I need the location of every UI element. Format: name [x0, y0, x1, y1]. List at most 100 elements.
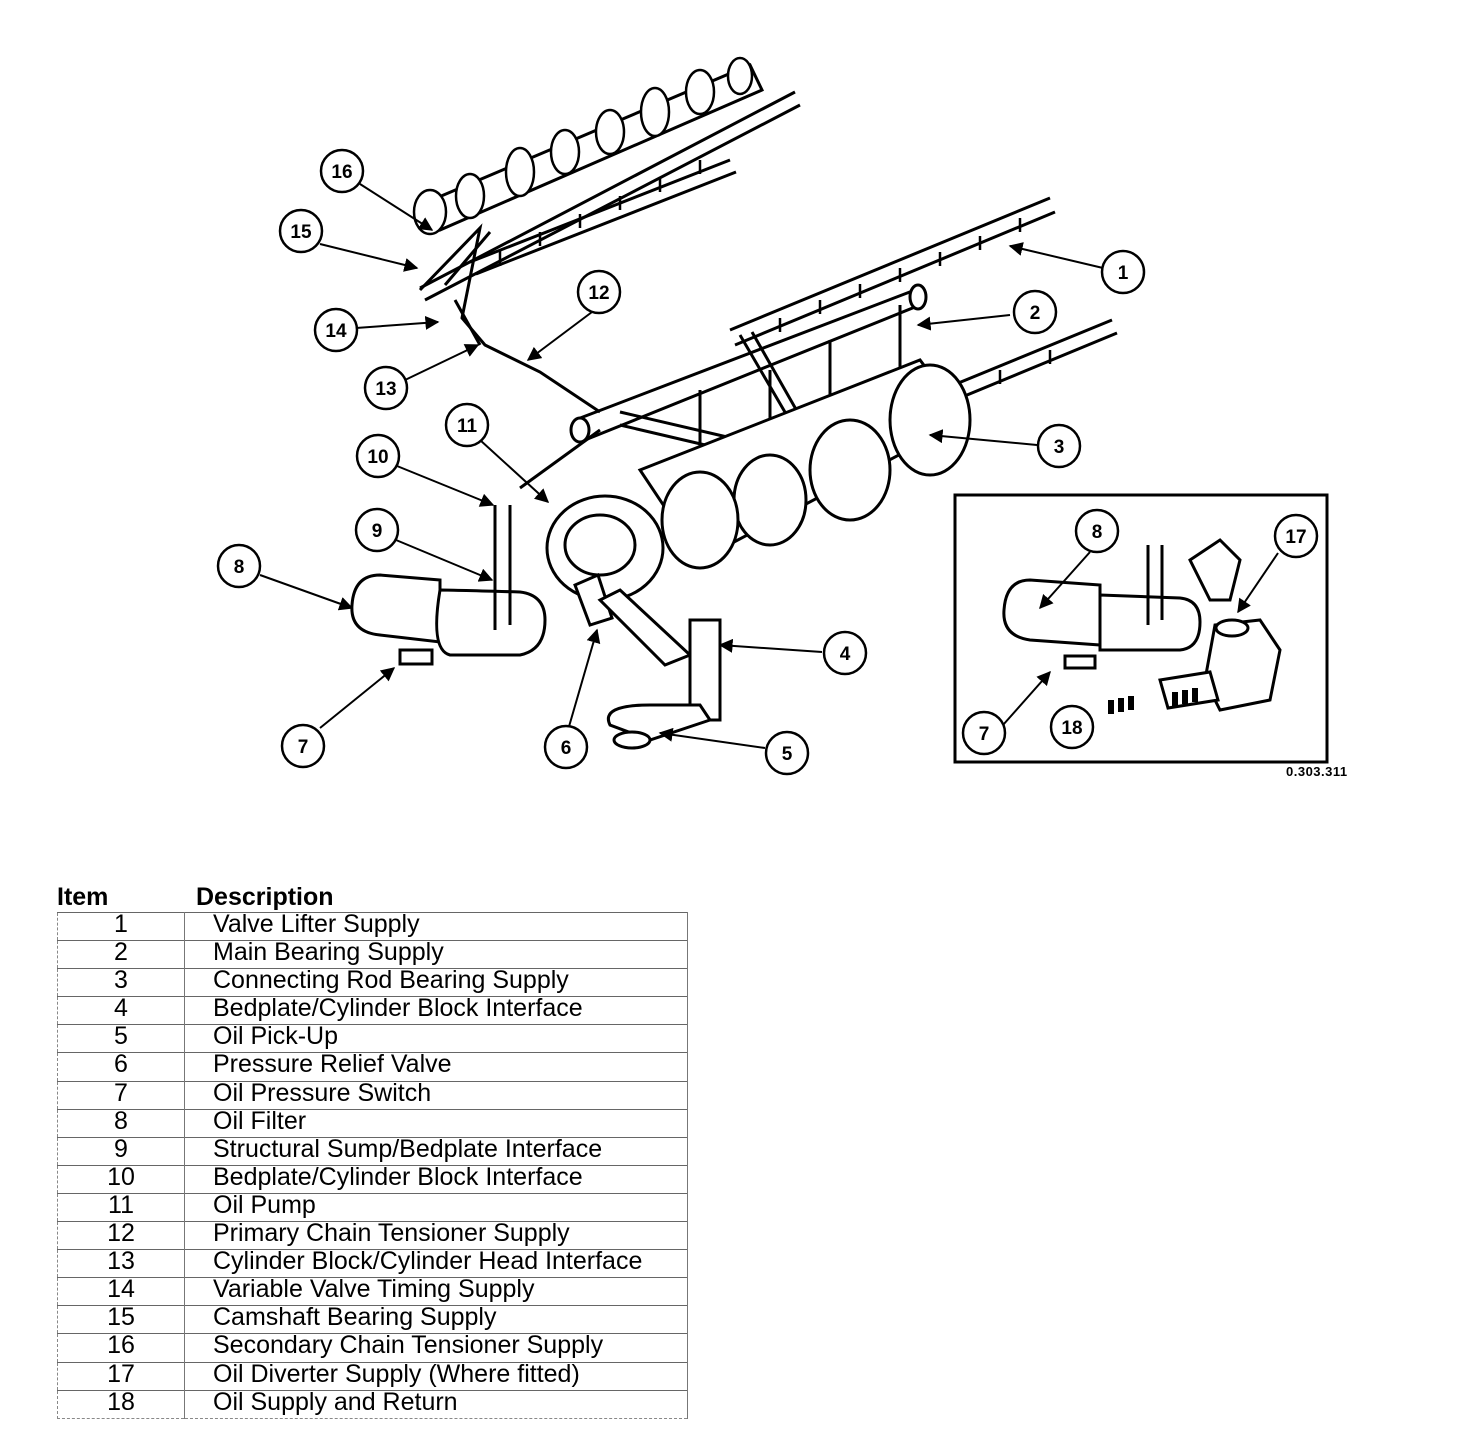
- head-gallery-pipes: [418, 90, 801, 414]
- legend-item-description: Oil Pick-Up: [184, 1024, 688, 1054]
- legend-item-description: Connecting Rod Bearing Supply: [184, 968, 688, 998]
- legend-item-number: 12: [57, 1220, 185, 1251]
- callout-10: 10: [355, 433, 401, 479]
- legend-item-description: Oil Pressure Switch: [184, 1080, 688, 1110]
- legend-item-number: 16: [57, 1333, 185, 1363]
- legend-item-number: 4: [57, 996, 185, 1026]
- svg-text:7: 7: [298, 737, 309, 758]
- legend-item-description: Primary Chain Tensioner Supply: [184, 1220, 688, 1251]
- svg-text:3: 3: [1054, 437, 1065, 458]
- legend-item-description: Bedplate/Cylinder Block Interface: [184, 1164, 688, 1194]
- legend-item-description: Oil Pump: [184, 1192, 688, 1223]
- svg-text:8: 8: [234, 557, 245, 578]
- legend-item-number: 3: [57, 968, 185, 998]
- legend-item-number: 14: [57, 1277, 185, 1307]
- svg-text:14: 14: [325, 321, 347, 342]
- legend-item-number: 5: [57, 1024, 185, 1054]
- legend-item-number: 2: [57, 940, 185, 970]
- legend-item-number: 9: [57, 1136, 185, 1166]
- legend-item-description: Oil Supply and Return: [184, 1389, 688, 1419]
- legend-item-number: 10: [57, 1164, 185, 1194]
- svg-text:6: 6: [561, 738, 572, 759]
- legend-item-description: Cylinder Block/Cylinder Head Interface: [184, 1249, 688, 1279]
- svg-text:7: 7: [979, 724, 990, 745]
- legend-item-number: 13: [57, 1249, 185, 1279]
- callouts: 1 2 3 4 5 6 7 8 9 10 11 12 13 14 15 16 8…: [216, 148, 1319, 776]
- leader-lines: [259, 183, 1279, 749]
- svg-text:1: 1: [1118, 263, 1129, 284]
- inset-callout-18: 18: [1049, 704, 1095, 750]
- callout-2: 2: [1012, 289, 1058, 335]
- callout-4: 4: [822, 630, 868, 676]
- legend-item-description: Pressure Relief Valve: [184, 1052, 688, 1082]
- svg-text:9: 9: [372, 521, 383, 542]
- legend-item-description: Variable Valve Timing Supply: [184, 1277, 688, 1307]
- lubrication-diagram: 1 2 3 4 5 6 7 8 9 10 11 12 13 14 15 16 8…: [216, 56, 1329, 776]
- inset-callout-8: 8: [1074, 508, 1120, 554]
- callout-6: 6: [543, 724, 589, 770]
- legend-item-number: 1: [57, 911, 185, 942]
- callout-14: 14: [313, 307, 359, 353]
- legend-item-number: 7: [57, 1080, 185, 1110]
- svg-text:12: 12: [588, 283, 609, 304]
- svg-text:4: 4: [840, 644, 851, 665]
- callout-16: 16: [319, 148, 365, 194]
- legend-header: Item Description: [57, 882, 688, 912]
- legend-item-description: Structural Sump/Bedplate Interface: [184, 1136, 688, 1166]
- legend-item-description: Bedplate/Cylinder Block Interface: [184, 996, 688, 1026]
- legend-header-item: Item: [57, 883, 109, 911]
- legend-item-description: Main Bearing Supply: [184, 940, 688, 970]
- callout-13: 13: [363, 365, 409, 411]
- svg-text:15: 15: [290, 222, 312, 243]
- svg-text:18: 18: [1061, 718, 1082, 739]
- legend-item-description: Oil Filter: [184, 1108, 688, 1138]
- legend-item-number: 11: [57, 1192, 185, 1223]
- inset-box: [953, 493, 1329, 764]
- callout-15: 15: [278, 208, 324, 254]
- inset-callout-7: 7: [961, 710, 1007, 756]
- svg-text:13: 13: [375, 379, 396, 400]
- callout-8: 8: [216, 543, 262, 589]
- inset-callout-17: 17: [1273, 513, 1319, 559]
- legend-item-number: 17: [57, 1361, 185, 1391]
- callout-5: 5: [764, 730, 810, 776]
- callout-3: 3: [1036, 423, 1082, 469]
- legend-header-description: Description: [196, 883, 334, 911]
- crankshaft-drawing: [637, 358, 972, 570]
- svg-text:8: 8: [1092, 522, 1103, 543]
- callout-11: 11: [444, 402, 490, 448]
- svg-text:10: 10: [367, 447, 388, 468]
- legend-item-description: Secondary Chain Tensioner Supply: [184, 1333, 688, 1363]
- callout-9: 9: [354, 507, 400, 553]
- legend-item-description: Oil Diverter Supply (Where fitted): [184, 1361, 688, 1391]
- svg-text:11: 11: [457, 416, 478, 437]
- legend-item-description: Valve Lifter Supply: [184, 911, 688, 942]
- callout-12: 12: [576, 269, 622, 315]
- figure-reference-code: 0.303.311: [1286, 764, 1348, 779]
- legend-item-number: 15: [57, 1305, 185, 1335]
- svg-text:17: 17: [1285, 527, 1306, 548]
- legend-item-description: Camshaft Bearing Supply: [184, 1305, 688, 1335]
- svg-text:5: 5: [782, 744, 793, 765]
- svg-text:16: 16: [331, 162, 352, 183]
